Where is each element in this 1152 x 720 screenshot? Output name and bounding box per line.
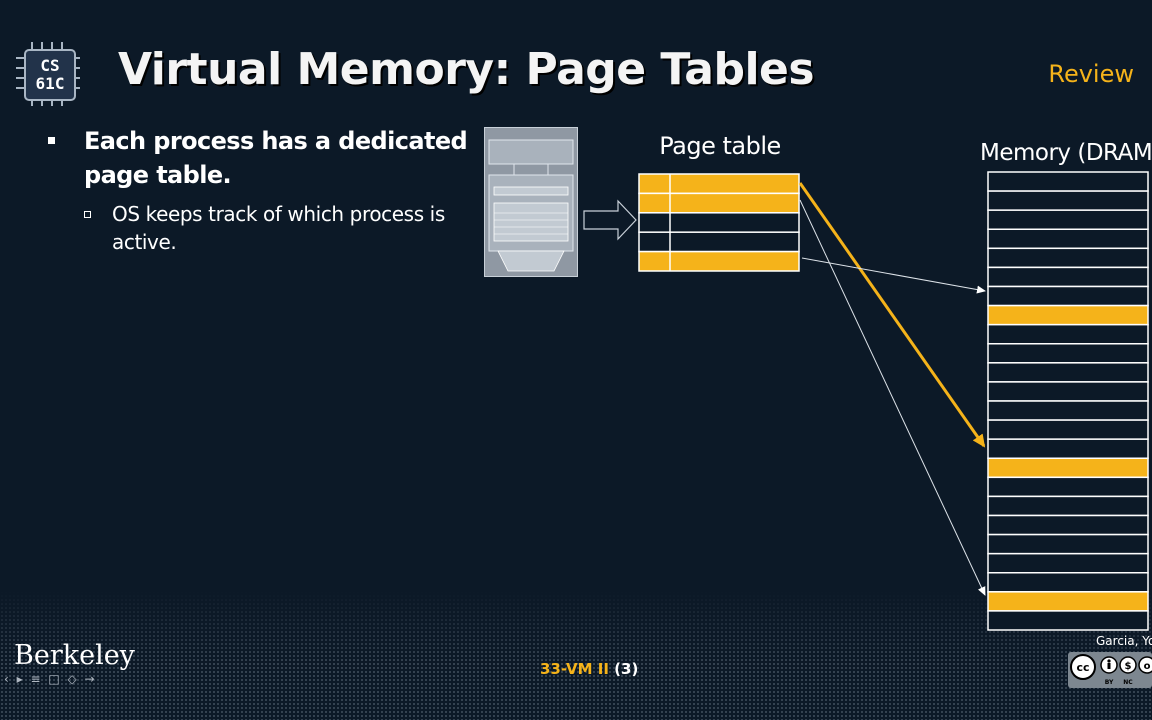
memory-page <box>987 400 1149 421</box>
bullet-sub: OS keeps track of which process is activ… <box>84 200 464 256</box>
memory-page-mapped <box>987 591 1149 612</box>
lecture-name: 33-VM II <box>540 660 609 678</box>
processor-diagram-icon <box>484 127 578 277</box>
footer-dot-pattern <box>0 590 1152 720</box>
memory-page <box>987 514 1149 536</box>
memory-label: Memory (DRAM) <box>980 140 1152 166</box>
svg-text:NC: NC <box>1123 679 1133 686</box>
page-table-entry-valid <box>638 250 800 272</box>
page-table-entry <box>638 231 800 253</box>
svg-text:o: o <box>1144 661 1151 672</box>
svg-text:BY: BY <box>1105 679 1114 686</box>
memory-page <box>987 419 1149 440</box>
cs61c-logo: CS 61C <box>14 42 84 106</box>
svg-text:cc: cc <box>1076 661 1089 674</box>
memory-page <box>987 495 1149 517</box>
memory-page <box>987 190 1149 211</box>
slide-number: (3) <box>614 660 639 678</box>
memory-page <box>987 533 1149 555</box>
logo-line-1: CS <box>40 56 60 75</box>
logo-line-2: 61C <box>35 74 65 93</box>
nc-icon <box>1119 656 1137 674</box>
review-tag: Review <box>1048 60 1134 88</box>
memory-page <box>987 266 1149 288</box>
memory-page <box>987 476 1149 498</box>
memory-page-mapped <box>987 304 1149 326</box>
memory-page-mapped <box>987 457 1149 479</box>
slide-title: Virtual Memory: Page Tables <box>118 44 815 95</box>
cc-license-badge: cc $ o BY NC <box>1068 652 1152 688</box>
memory-page <box>987 610 1149 631</box>
page-table-label: Page table <box>659 132 781 160</box>
mapping-arrow-thin-2 <box>801 257 986 294</box>
memory-dram <box>987 171 1149 631</box>
berkeley-logo: Berkeley <box>14 640 135 671</box>
memory-page <box>987 209 1149 231</box>
svg-text:$: $ <box>1125 661 1132 672</box>
memory-page <box>987 381 1149 402</box>
mapping-arrow-yellow <box>798 182 986 448</box>
slide-nav-icons[interactable]: ‹ ▸ ≡ □ ◇ → <box>4 672 97 686</box>
memory-page <box>987 247 1149 269</box>
cc-icon <box>1070 654 1096 680</box>
page-table-entry-valid <box>638 173 800 195</box>
sa-icon <box>1138 656 1152 674</box>
memory-page <box>987 171 1149 192</box>
memory-page <box>987 572 1149 593</box>
memory-page <box>987 438 1149 459</box>
processor-to-table-arrow <box>583 199 637 241</box>
page-table <box>638 173 800 272</box>
page-table-entry-valid <box>638 192 800 214</box>
memory-page <box>987 343 1149 364</box>
bullet-sub-text: OS keeps track of which process is activ… <box>112 202 445 254</box>
bullet-main: Each process has a dedicated page table. <box>48 124 468 192</box>
memory-page <box>987 323 1149 345</box>
bullet-main-text: Each process has a dedicated page table. <box>84 127 468 189</box>
mapping-arrow-thin-1 <box>799 199 986 596</box>
footer-lecture: 33-VM II (3) <box>540 660 638 678</box>
hollow-square-bullet-icon <box>84 211 91 218</box>
memory-page <box>987 552 1149 574</box>
authors-text: Garcia, Yo <box>1096 634 1152 648</box>
memory-page <box>987 362 1149 383</box>
page-table-entry <box>638 212 800 233</box>
logo-text: CS 61C <box>24 49 76 101</box>
memory-page <box>987 285 1149 307</box>
memory-page <box>987 228 1149 250</box>
square-bullet-icon <box>48 137 55 144</box>
